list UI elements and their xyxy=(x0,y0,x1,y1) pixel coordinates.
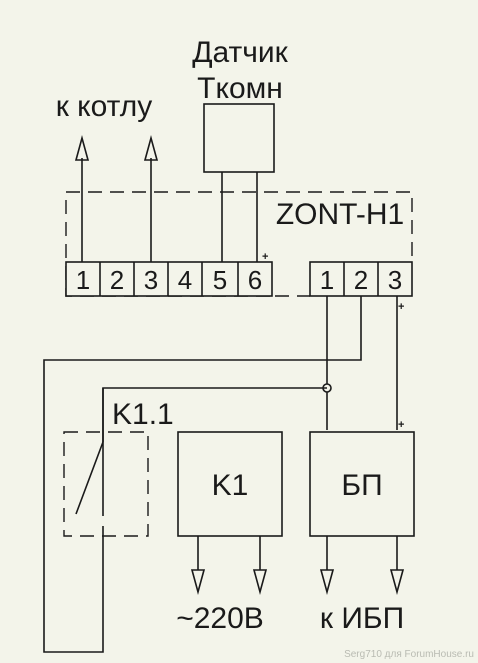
sensor-title: Датчик xyxy=(192,36,288,69)
relay-k1-box xyxy=(177,431,283,537)
left-terminal-block: 1 2 3 4 5 6 + xyxy=(65,251,273,297)
watermark: Serg710 для ForumHouse.ru xyxy=(344,649,474,660)
relay-contact-switch xyxy=(75,441,104,515)
boiler-arrow-3 xyxy=(143,134,159,264)
mains-arrow-right xyxy=(252,536,268,596)
mains-arrow-left xyxy=(190,536,206,596)
wire-t2-loop xyxy=(43,296,362,653)
psu-label: БП xyxy=(341,469,382,502)
left-terminal-2: 2 xyxy=(110,265,124,295)
ups-arrow-right xyxy=(389,536,405,596)
left-terminal-1: 1 xyxy=(76,265,90,295)
psu-box xyxy=(309,431,415,537)
left-terminal-6: 6 xyxy=(248,265,262,295)
plus-mark-psu: + xyxy=(398,419,404,431)
sensor-box xyxy=(203,103,275,173)
relay-k1-label: K1 xyxy=(212,469,249,502)
boiler-label: к котлу xyxy=(56,90,153,123)
right-terminal-1: 1 xyxy=(320,265,334,295)
relay-contact-box xyxy=(63,431,149,537)
left-terminal-4: 4 xyxy=(178,265,192,295)
plus-mark-terminal-6: + xyxy=(262,251,268,263)
mains-label: ~220В xyxy=(176,602,264,635)
sensor-subtitle: Tкомн xyxy=(197,72,283,105)
right-terminal-block: 1 2 3 xyxy=(309,261,413,297)
plus-mark-terminal-3: + xyxy=(398,301,404,313)
right-terminal-2: 2 xyxy=(354,265,368,295)
ups-arrow-left xyxy=(319,536,335,596)
right-terminal-3: 3 xyxy=(388,265,402,295)
left-terminal-5: 5 xyxy=(213,265,227,295)
left-terminal-3: 3 xyxy=(144,265,158,295)
boiler-arrow-1 xyxy=(74,134,90,264)
ups-label: к ИБП xyxy=(320,602,404,635)
relay-contact-label: K1.1 xyxy=(112,398,174,431)
controller-name: ZONT-H1 xyxy=(276,198,404,231)
